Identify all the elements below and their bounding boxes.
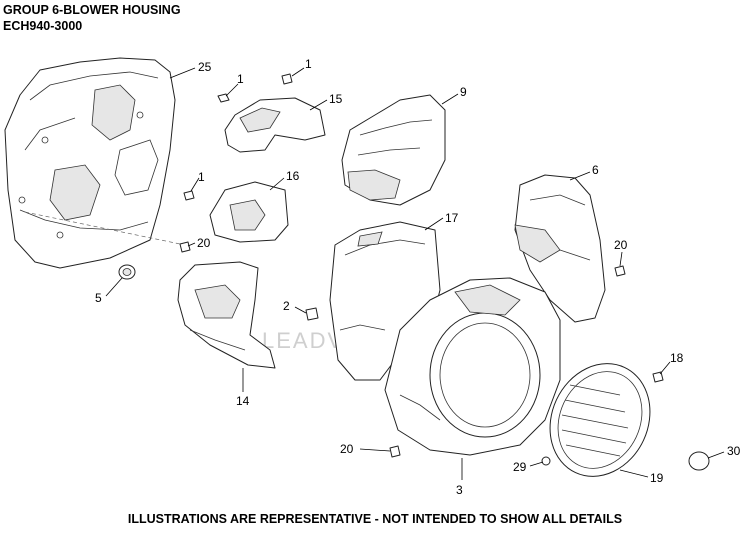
part-15-duct-cover: [224, 97, 326, 153]
callout-20-b: 20: [614, 238, 628, 252]
part-5-grommet: [118, 264, 136, 280]
callout-labels: 25 1 1 15 9 1 16 20 5 2 14 17 6 20 18 20…: [95, 57, 741, 497]
part-1-screw-c: [183, 190, 195, 201]
callout-14: 14: [236, 394, 250, 408]
callout-19: 19: [650, 471, 664, 485]
callout-3: 3: [456, 483, 463, 497]
leader-lines: [105, 67, 725, 480]
callout-5: 5: [95, 291, 102, 305]
callout-30: 30: [727, 444, 741, 458]
model-number: ECH940-3000: [3, 19, 83, 33]
part-6-side-housing: [514, 174, 606, 323]
callout-1-b: 1: [305, 57, 312, 71]
callout-25: 25: [198, 60, 212, 74]
callout-20-c: 20: [340, 442, 354, 456]
disclaimer-footer: ILLUSTRATIONS ARE REPRESENTATIVE - NOT I…: [127, 512, 623, 526]
part-16-side-bracket: [209, 181, 289, 243]
part-14-lower-cover: [177, 261, 276, 369]
callout-18: 18: [670, 351, 684, 365]
part-3-blower-housing: [384, 277, 561, 456]
callout-20-a: 20: [197, 236, 211, 250]
callout-15: 15: [329, 92, 343, 106]
group-title: GROUP 6-BLOWER HOUSING: [3, 3, 181, 17]
part-29-nut: [541, 456, 551, 466]
part-2-clip: [305, 307, 319, 321]
alignment-line: [24, 211, 186, 246]
callout-2: 2: [283, 299, 290, 313]
callout-16: 16: [286, 169, 300, 183]
callout-17: 17: [445, 211, 459, 225]
callout-1-c: 1: [198, 170, 205, 184]
part-30-o-ring: [688, 451, 710, 471]
callout-1-a: 1: [237, 72, 244, 86]
part-20-screw-c: [389, 445, 401, 458]
callout-9: 9: [460, 85, 467, 99]
callout-6: 6: [592, 163, 599, 177]
part-1-screw-b: [281, 73, 293, 85]
part-20-screw-a: [179, 241, 191, 253]
callout-29: 29: [513, 460, 527, 474]
diagram-header: GROUP 6-BLOWER HOUSING ECH940-3000: [3, 2, 181, 34]
part-20-screw-b: [614, 265, 626, 277]
part-25-back-shroud: [4, 57, 176, 269]
part-19-intake-grille: [549, 363, 651, 477]
part-9-deflector: [341, 94, 446, 206]
part-18-screw: [652, 371, 664, 383]
